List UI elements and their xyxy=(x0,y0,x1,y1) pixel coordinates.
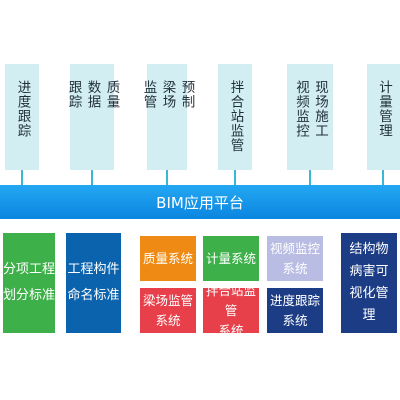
connector xyxy=(382,170,384,186)
module-label: 视频监控 xyxy=(293,80,309,138)
module-label: 数据 xyxy=(84,80,101,109)
system-beam-yard: 梁场监管 系统 xyxy=(140,288,196,333)
structure-line: 理 xyxy=(362,308,376,323)
module-label: 进度跟踪 xyxy=(14,80,31,138)
module-mixing-station: 拌合站监管 xyxy=(218,64,252,170)
system-metering: 计量系统 xyxy=(203,236,259,281)
system-quality: 质量系统 xyxy=(140,236,196,281)
connector xyxy=(166,170,168,186)
structure-line: 病害可 xyxy=(349,264,389,279)
standard-line: 划分标准 xyxy=(3,288,56,303)
module-label: 监管 xyxy=(140,80,157,109)
module-site-video: 视频监控 现场施工 xyxy=(287,64,333,170)
structure-disease-visualization: 结构物 病害可 视化管 理 xyxy=(341,233,397,333)
system-progress: 进度跟踪 系统 xyxy=(267,288,323,333)
bim-platform-label: BIM应用平台 xyxy=(156,193,244,212)
system-line: 质量系统 xyxy=(142,250,193,266)
system-line: 系统 xyxy=(155,312,181,328)
system-line: 拌合站监管 xyxy=(205,282,256,318)
module-label: 拌合站监管 xyxy=(227,80,244,153)
standard-line: 命名标准 xyxy=(67,288,120,303)
module-label: 质量 xyxy=(103,80,120,109)
module-metering: 计量管理 xyxy=(367,64,400,170)
system-line: 进度跟踪 xyxy=(269,292,320,308)
module-label: 跟踪 xyxy=(65,80,82,109)
module-label: 梁场 xyxy=(159,80,176,109)
module-quality-data-tracking: 跟踪 数据 质量 xyxy=(66,64,120,170)
module-label: 预制 xyxy=(178,80,195,109)
system-line: 视频监控 xyxy=(269,240,320,256)
standard-subdivision: 分项工程 划分标准 xyxy=(3,233,55,333)
system-line: 系统 xyxy=(218,322,244,338)
standard-line: 工程构件 xyxy=(67,262,120,277)
system-video: 视频监控 系统 xyxy=(267,236,323,281)
module-progress-tracking: 进度跟踪 xyxy=(5,64,39,170)
connector xyxy=(21,170,23,186)
module-label: 现场施工 xyxy=(312,80,328,138)
system-mixing-station: 拌合站监管 系统 xyxy=(203,283,259,338)
system-line: 梁场监管 xyxy=(142,292,193,308)
standard-line: 分项工程 xyxy=(3,262,56,277)
module-label: 计量管理 xyxy=(376,80,392,138)
connector xyxy=(234,170,236,186)
system-line: 系统 xyxy=(282,312,308,328)
connector xyxy=(309,170,311,186)
structure-line: 结构物 xyxy=(349,242,389,257)
bim-platform-bar: BIM应用平台 xyxy=(0,185,400,219)
system-line: 计量系统 xyxy=(205,250,256,266)
system-line: 系统 xyxy=(282,260,308,276)
module-precast-beam-yard: 监管 梁场 预制 xyxy=(141,64,195,170)
connector xyxy=(91,170,93,186)
structure-line: 视化管 xyxy=(349,286,389,301)
standard-naming: 工程构件 命名标准 xyxy=(66,233,121,333)
